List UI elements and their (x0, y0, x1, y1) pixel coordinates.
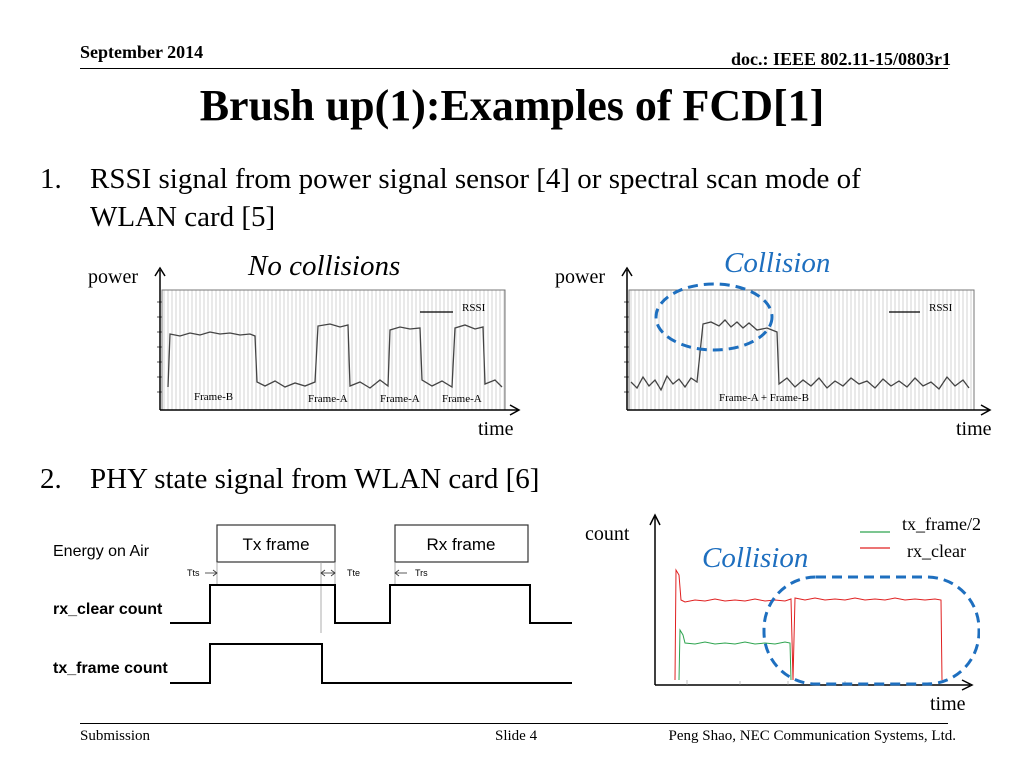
rx-clear-waveform (170, 584, 572, 624)
interval-label-tts: Tts (187, 568, 200, 578)
bullet-1-line1: RSSI signal from power signal sensor [4]… (90, 163, 861, 195)
bullet-2: 2. PHY state signal from WLAN card [6] (40, 460, 539, 498)
timing-row-label-rx-clear: rx_clear count (53, 601, 163, 618)
rssi-left-frame-label-3: Frame-A (380, 393, 420, 405)
tx-frame-trace (678, 628, 792, 681)
rssi-left-trace (167, 323, 503, 389)
rssi-right-xlabel: time (956, 418, 992, 440)
header-rule (80, 68, 948, 69)
rssi-left-frame-label-2: Frame-A (308, 393, 348, 405)
footer-submission: Submission (80, 728, 151, 744)
rssi-right-legend-label: RSSI (929, 302, 953, 314)
rssi-left-heading: No collisions (248, 250, 401, 282)
timing-row-label-tx-frame: tx_frame count (53, 660, 168, 677)
count-chart-collision-label: Collision (702, 542, 809, 574)
rssi-right-trace (630, 319, 970, 392)
rssi-right-ylabel: power (555, 266, 605, 288)
bullet-2-number: 2. (40, 463, 62, 495)
rssi-left-frame-label-1: Frame-B (194, 391, 233, 403)
rssi-left-legend-label: RSSI (462, 302, 486, 314)
count-chart-ylabel: count (585, 523, 630, 545)
interval-label-tte: Tte (347, 568, 360, 578)
rx-frame-box (394, 524, 529, 563)
rssi-left-plot-area (161, 289, 506, 411)
count-chart: tx_frame/2 rx_clear (649, 513, 980, 691)
legend-label-rx-clear: rx_clear (907, 541, 966, 561)
rssi-right-frame-label: Frame-A + Frame-B (719, 392, 809, 404)
rssi-left-chart: RSSI Frame-B Frame-A Frame-A Frame-A (154, 266, 521, 416)
footer-author: Peng Shao, NEC Communication Systems, Lt… (668, 728, 957, 744)
tx-frame-box (216, 524, 336, 563)
footer-rule (80, 723, 948, 724)
rssi-left-ylabel: power (88, 266, 138, 288)
legend-label-tx-frame: tx_frame/2 (902, 514, 980, 534)
header-date: September 2014 (80, 42, 204, 62)
phy-timing-diagram: Energy on Air rx_clear count tx_frame co… (53, 524, 572, 684)
tx-frame-waveform (170, 643, 572, 684)
footer-slide-number: Slide 4 (495, 728, 538, 744)
rssi-right-chart: RSSI Frame-A + Frame-B (621, 266, 992, 416)
bullet-2-text: PHY state signal from WLAN card [6] (90, 463, 540, 495)
rx-frame-box-label: Rx frame (427, 535, 496, 554)
slide-title: Brush up(1):Examples of FCD[1] (199, 81, 825, 130)
collision-highlight-ellipse (654, 282, 774, 352)
rx-clear-trace (674, 568, 943, 681)
header-doc-id: doc.: IEEE 802.11-15/0803r1 (730, 49, 951, 69)
rssi-right-heading: Collision (724, 247, 831, 279)
bullet-1: 1. RSSI signal from power signal sensor [… (40, 160, 861, 236)
count-chart-collision-highlight (762, 575, 980, 686)
rssi-right-plot-area (628, 289, 975, 411)
count-chart-xlabel: time (930, 693, 966, 715)
rssi-left-frame-label-4: Frame-A (442, 393, 482, 405)
rssi-left-xlabel: time (478, 418, 514, 440)
bullet-1-line2: WLAN card [5] (90, 201, 276, 233)
timing-row-label-energy: Energy on Air (53, 543, 150, 560)
interval-label-trs: Trs (415, 568, 428, 578)
tx-frame-box-label: Tx frame (242, 535, 309, 554)
bullet-1-number: 1. (40, 163, 62, 195)
